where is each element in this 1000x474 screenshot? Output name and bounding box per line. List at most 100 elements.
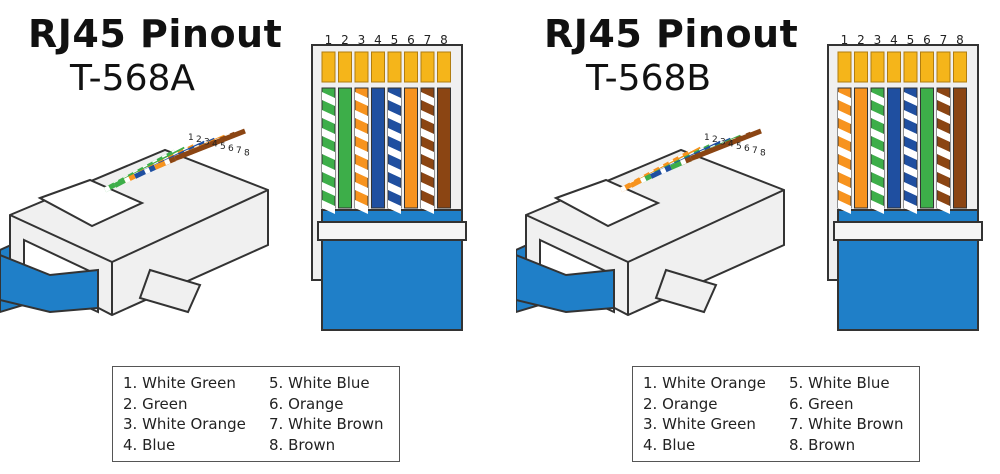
legend-item-pin-2: 2. Green: [123, 394, 188, 413]
wire-stripe: [355, 92, 368, 106]
diagram-title: RJ45 Pinout: [544, 12, 799, 56]
wire-stripe: [322, 164, 335, 178]
pin-number-1: 1: [841, 33, 849, 47]
gold-contact-4: [887, 51, 901, 83]
wire-stripe: [322, 128, 335, 142]
wire-stripe: [322, 110, 335, 124]
pin-number-2: 2: [341, 33, 349, 47]
gold-contact-7: [420, 51, 435, 83]
gold-contacts: [837, 51, 967, 83]
legend-item-pin-6: 6. Orange: [269, 394, 344, 413]
legend-item-pin-1: 1. White Green: [123, 374, 236, 392]
pin-number-6: 6: [923, 33, 931, 47]
gold-contact-7: [936, 51, 951, 83]
wire-stripe: [388, 182, 401, 196]
wire-stripe: [421, 200, 434, 214]
wire-4-blue: [371, 87, 385, 209]
wire-stripe: [871, 200, 884, 214]
pin-number-4: 4: [890, 33, 898, 47]
legend-column-left: 1. White Orange 2. Orange 3. White Green…: [643, 373, 766, 455]
wire-stripe: [871, 182, 884, 196]
angled-pin-number-3: 3: [720, 137, 726, 147]
pin-number-3: 3: [358, 33, 366, 47]
wire-stripe: [421, 92, 434, 106]
color-legend: 1. White Orange 2. Orange 3. White Green…: [632, 366, 920, 462]
wire-stripe: [937, 92, 950, 106]
wire-stripe: [838, 182, 851, 196]
gold-contact-1: [321, 51, 336, 83]
legend-item-pin-7: 7. White Brown: [269, 415, 384, 433]
wire-stripe: [871, 92, 884, 106]
pin-number-3: 3: [874, 33, 882, 47]
gold-contact-8: [437, 51, 451, 83]
wire-stripe: [904, 182, 917, 196]
wire-stripe: [421, 182, 434, 196]
wire-stripe: [904, 92, 917, 106]
gold-contact-6: [920, 51, 934, 83]
gold-contact-8: [953, 51, 967, 83]
legend-item-pin-3: 3. White Orange: [123, 415, 246, 433]
legend-item-pin-5: 5. White Blue: [789, 374, 890, 392]
angled-pin-number-8: 8: [760, 148, 766, 158]
wire-stripe: [871, 164, 884, 178]
angled-pin-number-5: 5: [736, 142, 742, 152]
wire-stripe: [388, 146, 401, 160]
wire-stripe: [937, 146, 950, 160]
wire-stripe: [388, 92, 401, 106]
pin-number-7: 7: [940, 33, 948, 47]
pin-number-6: 6: [407, 33, 415, 47]
wire-6-green: [920, 87, 934, 209]
wire-stripe: [388, 128, 401, 142]
legend-item-pin-4: 4. Blue: [643, 435, 696, 454]
wire-stripe: [322, 92, 335, 106]
angled-pin-number-1: 1: [188, 133, 194, 143]
angled-pin-number-1: 1: [704, 133, 710, 143]
gold-contact-4: [371, 51, 385, 83]
strain-relief: [833, 221, 983, 241]
gold-contacts: [321, 51, 451, 83]
pin-number-8: 8: [440, 33, 448, 47]
wire-2-green: [338, 87, 352, 209]
angled-wire-8: [690, 128, 762, 161]
wire-8-brown: [953, 87, 967, 209]
wire-stripe: [421, 146, 434, 160]
gold-contact-3: [870, 51, 885, 83]
wire-stripe: [937, 128, 950, 142]
angled-pin-number-4: 4: [728, 140, 734, 150]
wire-stripe: [904, 128, 917, 142]
angled-wire-8: [174, 128, 246, 161]
wire-stripe: [838, 146, 851, 160]
legend-item-pin-8: 8. Brown: [789, 435, 856, 454]
wire-stripe: [904, 110, 917, 124]
wire-stripe: [421, 164, 434, 178]
wire-stripe: [355, 146, 368, 160]
latch-window: [37, 178, 145, 228]
wire-stripe: [838, 200, 851, 214]
angled-pin-number-8: 8: [244, 148, 250, 158]
angled-pin-number-6: 6: [228, 144, 234, 154]
latch-tab: [138, 268, 202, 314]
legend-column-right: 5. White Blue 6. Orange 7. White Brown 8…: [269, 373, 384, 455]
wire-stripe: [904, 146, 917, 160]
wire-4-blue: [887, 87, 901, 209]
wire-stripe: [937, 110, 950, 124]
wire-stripe: [355, 110, 368, 124]
latch-window: [553, 178, 661, 228]
diagram-title: RJ45 Pinout: [28, 12, 283, 56]
standard-subtitle: T-568A: [70, 58, 196, 99]
wire-stripe: [838, 164, 851, 178]
wire-stripe: [871, 146, 884, 160]
wire-stripe: [355, 182, 368, 196]
wire-stripe: [904, 200, 917, 214]
wire-stripe: [421, 110, 434, 124]
standard-subtitle: T-568B: [586, 58, 712, 99]
legend-item-pin-5: 5. White Blue: [269, 374, 370, 392]
